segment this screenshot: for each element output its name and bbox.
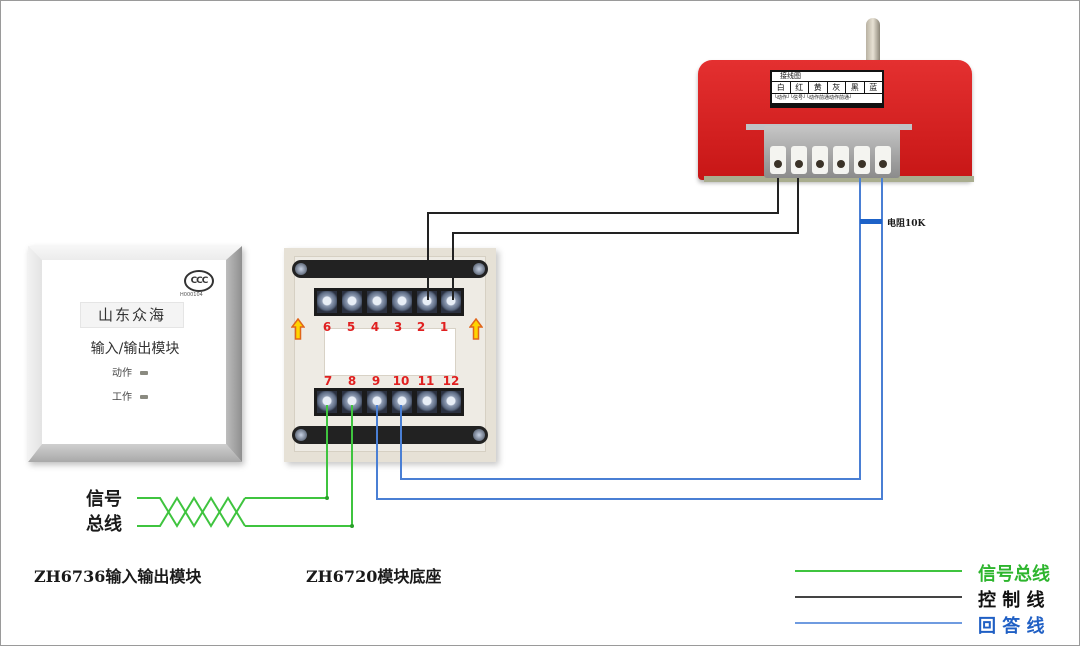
bottom-mounting-bar — [292, 426, 488, 444]
terminal-screw — [417, 391, 437, 413]
up-arrow-icon — [291, 318, 305, 340]
indicator-label: 工作 — [112, 392, 132, 403]
feedback-wire — [400, 178, 861, 480]
resistor-icon — [860, 219, 882, 224]
led-icon — [140, 395, 148, 399]
device-terminal — [770, 146, 786, 174]
wiring-label-colors: 白 红 黄 灰 黑 蓝 — [772, 82, 882, 93]
legend-label-feedback: 回 答 线 — [978, 616, 1045, 637]
module-bevel — [28, 246, 242, 260]
device-base-plate — [704, 176, 974, 182]
ccc-certification-icon: CCC — [184, 270, 214, 292]
terminal-number: 11 — [417, 374, 435, 388]
terminal-number: 8 — [347, 374, 357, 388]
module-bevel — [226, 246, 242, 462]
led-icon — [140, 371, 148, 375]
terminal-screw — [342, 391, 362, 413]
base-caption: ZH6720模块底座 — [306, 567, 442, 586]
terminal-number: 3 — [393, 320, 403, 334]
signal-bus-wire — [245, 405, 353, 527]
device-terminal — [833, 146, 849, 174]
device-terminal — [812, 146, 828, 174]
device-terminal-box — [764, 126, 900, 178]
screw-icon — [295, 429, 307, 441]
wire-color: 黑 — [846, 82, 864, 93]
legend-label-control: 控 制 线 — [978, 590, 1045, 611]
screw-icon — [473, 429, 485, 441]
terminal-number: 1 — [439, 320, 449, 334]
screw-icon — [473, 263, 485, 275]
device-rod — [866, 18, 880, 64]
certification-code: H000104 — [180, 292, 203, 298]
terminal-screw — [417, 291, 437, 313]
wire-color: 蓝 — [864, 82, 882, 93]
terminal-screw — [441, 391, 461, 413]
indicator-work: 工作 — [112, 388, 148, 403]
terminal-number: 9 — [371, 374, 381, 388]
terminal-number: 12 — [442, 374, 460, 388]
terminal-screw — [317, 291, 337, 313]
terminal-number: 7 — [323, 374, 333, 388]
junction-dot — [325, 496, 329, 500]
indicator-label: 动作 — [112, 368, 132, 379]
device-terminal — [875, 146, 891, 174]
device-terminal — [854, 146, 870, 174]
module-bevel — [28, 444, 242, 462]
wire-color: 白 — [772, 82, 790, 93]
device-terminal — [791, 146, 807, 174]
signal-bus-label-line2: 总线 — [86, 514, 122, 535]
terminal-screw — [441, 291, 461, 313]
indicator-action: 动作 — [112, 364, 148, 379]
terminal-screw — [367, 391, 387, 413]
resistor-label: 电阻10K — [887, 219, 926, 229]
control-wire — [452, 178, 799, 300]
signal-bus-wire — [245, 405, 328, 499]
terminal-number: 6 — [322, 320, 332, 334]
wire-color: 黄 — [809, 82, 827, 93]
terminal-screw — [342, 291, 362, 313]
terminal-screw — [367, 291, 387, 313]
control-wire — [427, 178, 779, 300]
top-terminal-block — [314, 288, 464, 316]
junction-dot — [350, 524, 354, 528]
brand-label: 山东众海 — [80, 302, 184, 328]
terminal-number: 4 — [370, 320, 380, 334]
io-module: CCC H000104 山东众海 输入/输出模块 动作 工作 — [28, 246, 242, 462]
feedback-wire — [376, 178, 883, 500]
terminal-number: 2 — [416, 320, 426, 334]
twisted-pair — [137, 496, 246, 528]
twisted-pair — [137, 496, 246, 528]
wire-color: 红 — [790, 82, 808, 93]
terminal-screw — [392, 291, 412, 313]
wiring-label: 接线图 白 红 黄 灰 黑 蓝 └动作┘└信号┘└动作前通动作前通┘ — [770, 70, 884, 108]
screw-icon — [295, 263, 307, 275]
signal-bus-label-line1: 信号 — [86, 489, 122, 510]
terminal-number: 5 — [346, 320, 356, 334]
wiring-label-footer: └动作┘└信号┘└动作前通动作前通┘ — [772, 94, 882, 103]
up-arrow-icon — [469, 318, 483, 340]
module-caption: ZH6736输入输出模块 — [34, 567, 202, 586]
terminal-number: 10 — [392, 374, 410, 388]
wire-color: 灰 — [827, 82, 845, 93]
wiring-label-header: 接线图 — [772, 72, 882, 81]
terminal-screw — [317, 391, 337, 413]
bottom-terminal-block — [314, 388, 464, 416]
base-window — [324, 328, 456, 376]
top-mounting-bar — [292, 260, 488, 278]
terminal-screw — [392, 391, 412, 413]
module-product-name: 输入/输出模块 — [90, 341, 180, 357]
legend-label-signal-bus: 信号总线 — [978, 564, 1050, 585]
module-bevel — [28, 246, 42, 462]
